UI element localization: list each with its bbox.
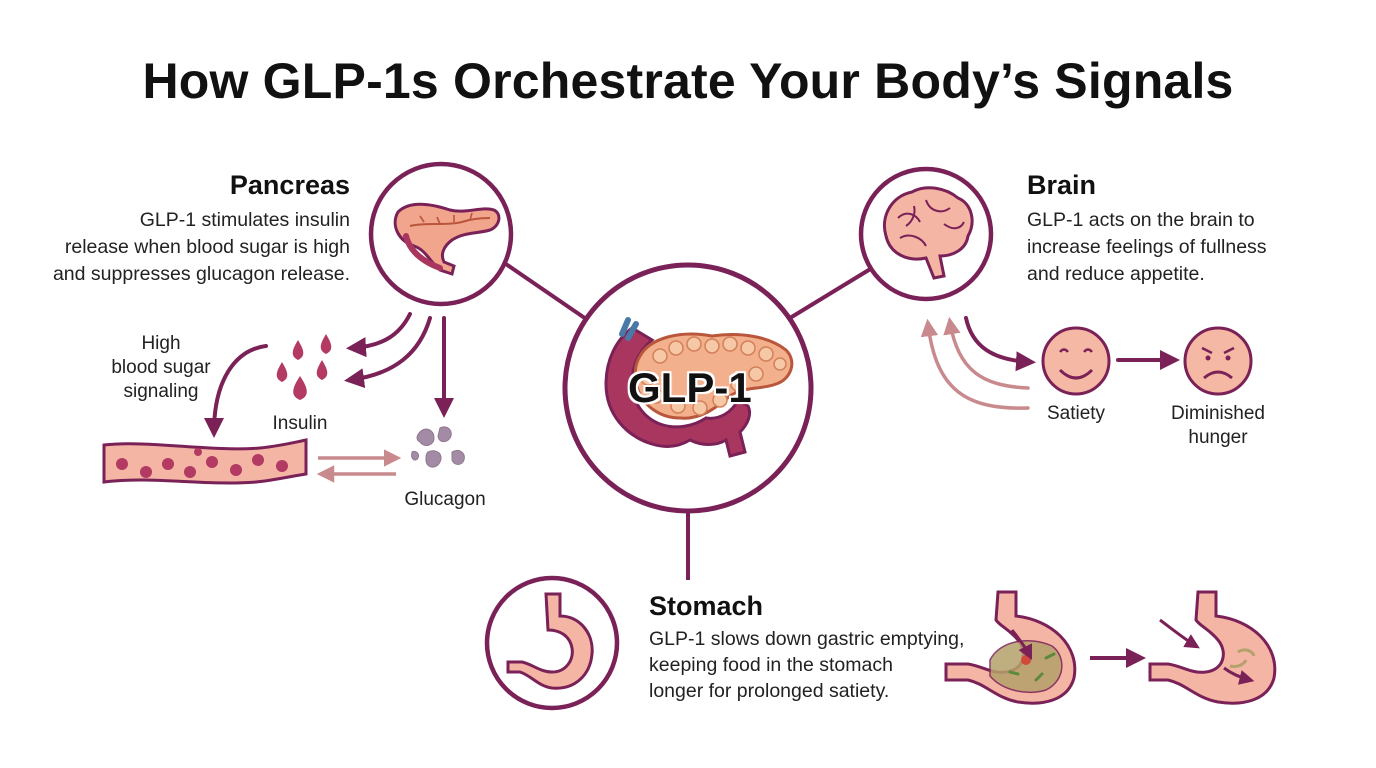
glucagon-label: Glucagon bbox=[404, 489, 486, 510]
page-title: How GLP-1s Orchestrate Your Body’s Signa… bbox=[142, 53, 1234, 109]
pancreas-section: Pancreas GLP-1 stimulates insulin releas… bbox=[40, 170, 350, 288]
pancreas-text-line: release when blood sugar is high bbox=[64, 236, 350, 258]
pancreas-circle bbox=[368, 161, 514, 307]
arrow-signal-to-vessel bbox=[204, 344, 268, 438]
blood-vessel bbox=[102, 438, 308, 485]
insulin-label: Insulin bbox=[272, 413, 328, 434]
stomach-text-line: GLP-1 slows down gastric emptying, bbox=[649, 628, 965, 650]
connectors bbox=[501, 260, 874, 580]
brain-heading: Brain bbox=[1027, 170, 1097, 200]
glucagon-particles-icon bbox=[411, 426, 465, 468]
pancreas-arrows bbox=[204, 312, 454, 438]
brain-text-line: GLP-1 acts on the brain to bbox=[1027, 209, 1255, 231]
stomach-text-line: keeping food in the stomach bbox=[649, 654, 893, 676]
pancreas-heading: Pancreas bbox=[229, 170, 350, 200]
brain-circle bbox=[858, 166, 994, 302]
stomach-heading: Stomach bbox=[649, 591, 764, 621]
stomach-icon bbox=[506, 592, 594, 690]
stomach-text-line: longer for prolonged satiety. bbox=[649, 680, 890, 702]
stomach-section: Stomach GLP-1 slows down gastric emptyin… bbox=[649, 591, 989, 704]
pancreas-icon bbox=[393, 202, 501, 276]
stomach-with-food-icon bbox=[944, 590, 1077, 705]
stomach-slowed-icon bbox=[1148, 590, 1277, 705]
stomach-circle bbox=[484, 575, 620, 711]
pancreas-organ-icon bbox=[604, 317, 794, 458]
brain-arrows bbox=[920, 316, 1180, 410]
vessel-glucagon-arrows bbox=[316, 449, 402, 483]
brain-icon bbox=[883, 186, 974, 280]
pancreas-text-line: GLP-1 stimulates insulin bbox=[139, 209, 350, 231]
diminished-hunger-label: Diminished hunger bbox=[1171, 403, 1265, 448]
brain-text-line: increase feelings of fullness bbox=[1027, 236, 1267, 258]
pancreas-text-line: and suppresses glucagon release. bbox=[52, 263, 350, 285]
arrow-to-insulin-2 bbox=[344, 316, 432, 389]
diminished-hunger-face-icon bbox=[1183, 326, 1253, 396]
center-label: GLP-1 bbox=[628, 364, 752, 411]
glp1-center-circle bbox=[562, 262, 814, 514]
insulin-droplets-icon bbox=[276, 334, 332, 400]
satiety-label: Satiety bbox=[1046, 403, 1106, 424]
arrow-to-insulin-1 bbox=[346, 312, 412, 358]
brain-section: Brain GLP-1 acts on the brain to increas… bbox=[1027, 170, 1357, 288]
blood-sugar-signal-label: High blood sugar signaling bbox=[111, 333, 211, 402]
satiety-face-icon bbox=[1041, 326, 1111, 396]
brain-text-line: and reduce appetite. bbox=[1027, 263, 1205, 285]
